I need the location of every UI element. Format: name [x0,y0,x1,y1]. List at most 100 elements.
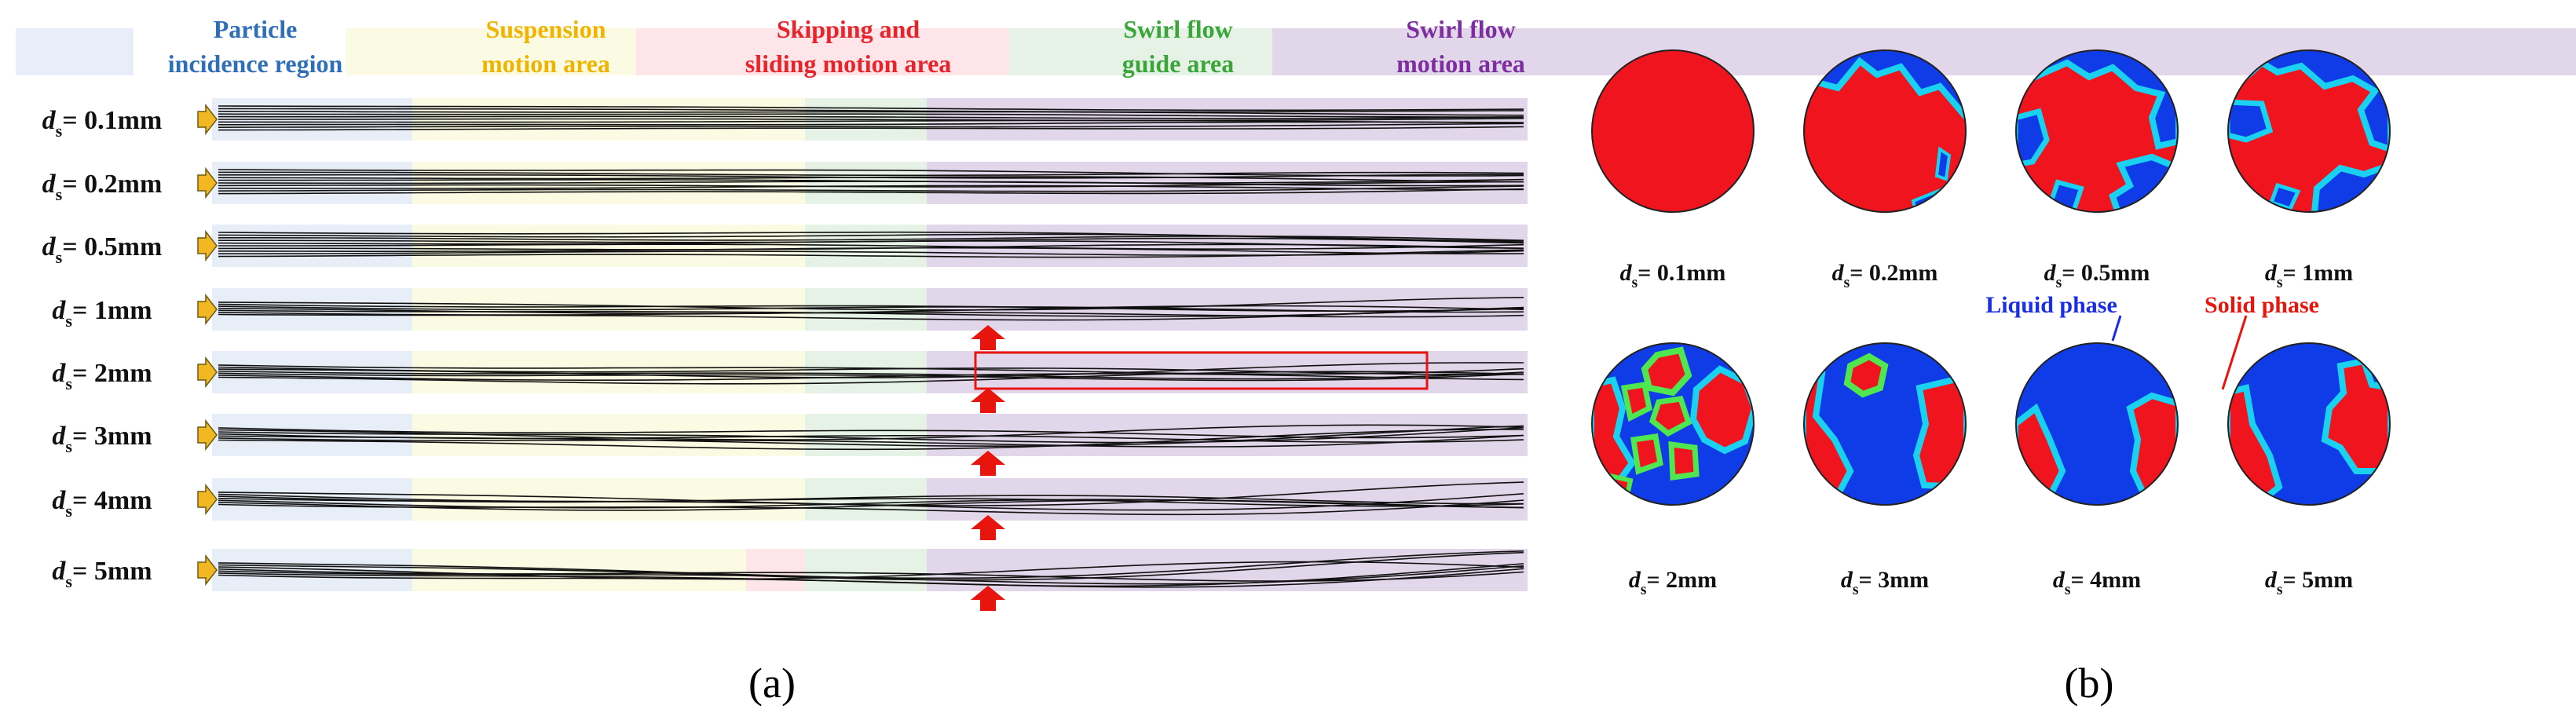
solid-region [1668,440,1700,481]
legend-item: Particle incidence region [16,15,342,78]
size-value: = 0.5mm [62,232,162,261]
size-value: = 0.5mm [2062,260,2150,286]
cross-section-0-5mm [2016,50,2178,212]
legend-label-line1: Particle [214,15,298,43]
size-subscript: s [2277,582,2283,598]
size-symbol: d [1620,260,1633,286]
size-subscript: s [2065,582,2071,598]
particle-trajectory [218,434,1524,448]
particle-trajectory [218,105,1524,111]
solid-region [1912,372,1966,491]
legend-label-line1: Swirl flow [1123,15,1233,43]
row-size-label: ds= 5mm [52,557,152,591]
cross-section-label: ds= 0.1mm [1620,260,1726,291]
liquid-region [2016,50,2178,150]
size-symbol: d [52,486,66,515]
row-size-label: ds= 0.1mm [42,106,163,141]
size-symbol: d [2265,567,2278,593]
red-up-arrow [971,388,1005,413]
row-size-label: ds= 1mm [52,296,152,331]
size-value: = 1mm [72,296,152,325]
trajectory-row: ds= 2mm [52,351,1528,413]
size-value: = 3mm [1859,567,1930,593]
particle-trajectory [218,372,1524,382]
size-subscript: s [56,121,63,141]
row-size-label: ds= 3mm [52,422,152,456]
size-subscript: s [56,247,63,267]
particle-trajectory [218,122,1524,128]
particle-trajectory [218,249,1524,258]
liquid-phase-label: Liquid phase [1985,292,2117,318]
row-size-label: ds= 0.5mm [42,232,163,267]
inlet-arrow [197,229,218,262]
liquid-region [1934,146,1952,181]
particle-trajectory [218,568,1524,588]
trajectory-row: ds= 0.2mm [42,162,1528,204]
size-symbol: d [52,422,66,451]
particle-trajectory [218,243,1524,250]
size-subscript: s [65,501,72,521]
cross-section-label: ds= 2mm [1629,567,1717,598]
liquid-region [2016,108,2050,169]
size-value: = 5mm [2283,567,2354,593]
size-value: = 2mm [72,359,152,388]
legend-label-line2: guide area [1122,49,1235,78]
inlet-arrow [197,418,218,451]
particle-trajectory [218,111,1524,116]
solid-region [1689,365,1754,455]
panel-b-caption: (b) [2065,660,2114,707]
particle-trajectory [218,429,1524,451]
red-up-arrow [971,515,1005,540]
region-band [805,549,927,591]
particle-trajectory [218,362,1524,378]
cross-section-label: ds= 0.5mm [2044,260,2150,291]
particle-trajectory [218,425,1524,447]
size-subscript: s [65,572,72,591]
region-band [412,225,805,267]
liquid-region [2047,179,2084,212]
trajectory-row: ds= 0.5mm [42,225,1528,267]
panel-a: Particle incidence region Suspension motion… [16,15,2576,707]
particle-trajectory [218,188,1524,195]
trajectory-row: ds= 5mm [52,549,1528,611]
size-value: = 0.1mm [62,106,162,135]
size-value: = 4mm [2071,567,2142,593]
size-symbol: d [42,106,57,135]
particle-trajectory [218,176,1524,183]
particle-trajectory [218,185,1524,192]
particle-trajectory [218,565,1524,585]
legend-label-line2: incidence region [168,49,343,78]
inlet-arrow [197,483,218,516]
legend-label-line1: Suspension [486,15,606,43]
inlet-arrow [197,554,218,587]
particle-trajectory [218,371,1524,385]
cross-section-base [1592,50,1754,212]
solid-region [1604,473,1634,505]
size-subscript: s [1632,275,1638,291]
size-value: = 5mm [72,557,152,586]
particle-trajectory [218,424,1524,440]
size-symbol: d [42,170,57,199]
legend-label-line2: motion area [481,49,610,78]
solid-region [1620,382,1652,422]
liquid-region [2268,182,2301,212]
size-symbol: d [52,359,66,388]
liquid-phase-pointer [2111,315,2122,342]
size-subscript: s [1641,582,1647,598]
solid-region [1641,346,1692,397]
red-up-arrow [971,586,1005,611]
particle-trajectory [218,171,1524,177]
solid-region [2126,392,2178,499]
particle-trajectory [218,181,1524,187]
size-subscript: s [65,311,72,331]
particle-trajectory [218,126,1524,131]
inlet-arrow [197,293,218,326]
region-band [927,225,1528,267]
cross-section-0-1mm [1592,50,1754,212]
legend-label-line1: Skipping and [777,15,920,43]
liquid-region [2109,153,2178,212]
panel-a-caption: (a) [748,660,796,707]
